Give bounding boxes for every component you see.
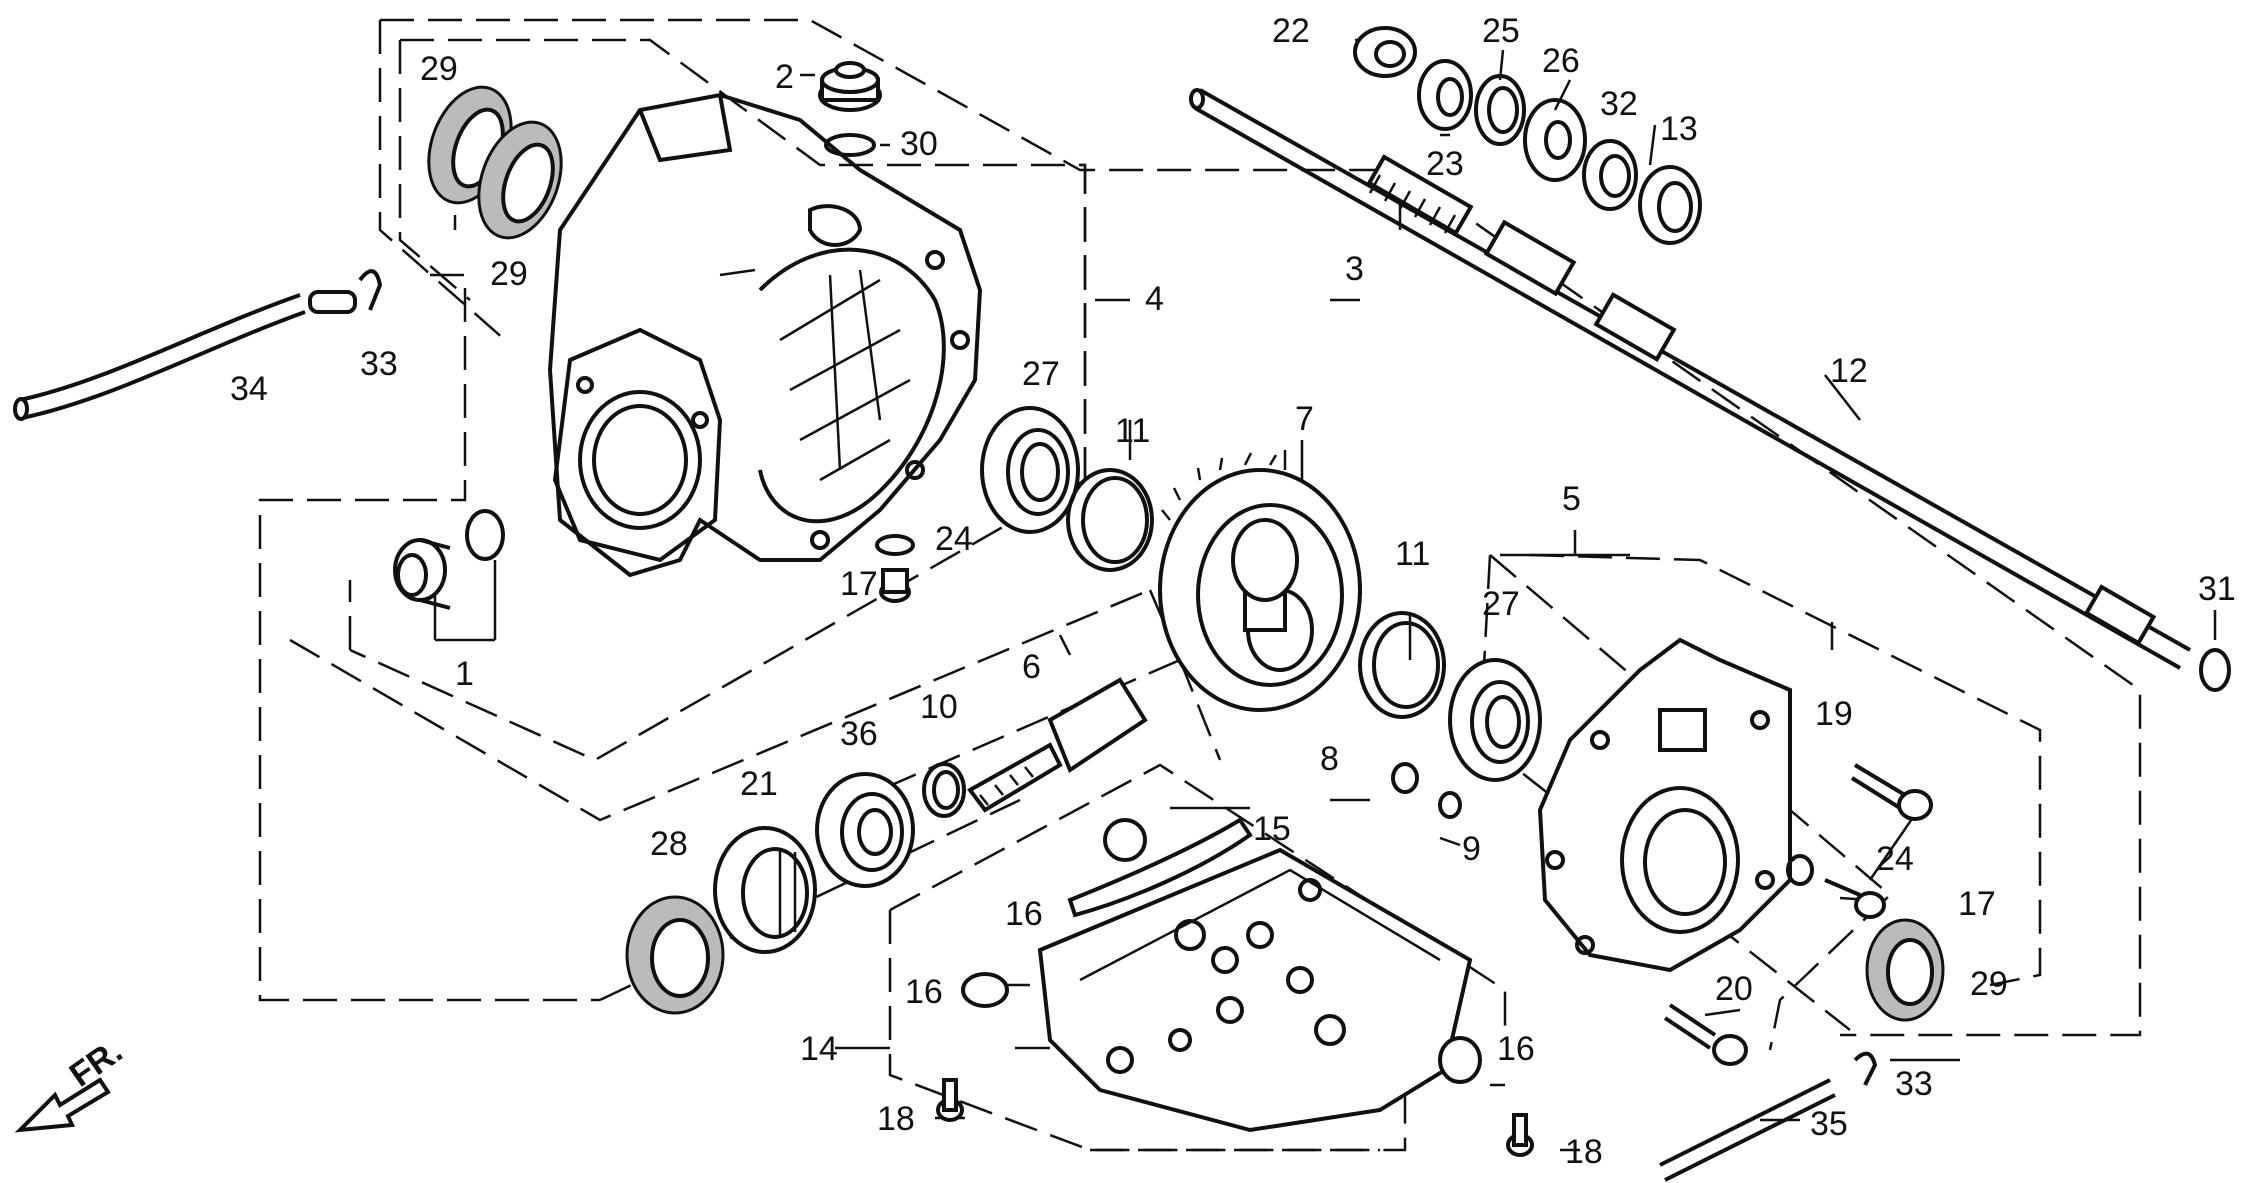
gear-case-housing [547,92,983,578]
callout-21: 21 [740,765,778,803]
callout-11: 11 [1395,535,1430,573]
axle-shaft-12 [1189,88,2231,692]
direction-label: FR. [63,1032,130,1095]
callout-5: 5 [1562,480,1581,518]
front-direction-arrow: FR. [14,1032,130,1133]
bearing-36 [815,772,915,888]
callout-3: 3 [1345,250,1364,288]
callout-labels: 29 29 33 34 2 30 4 3 27 11 7 24 17 1 6 1… [230,12,2236,1171]
callout-12: 12 [1830,352,1868,390]
axle-hardware [1353,26,1702,245]
callout-27: 27 [1482,585,1520,623]
drain-plug-2 [818,61,882,157]
pinion-gear-6 [922,677,1148,818]
callout-7: 7 [1295,400,1314,438]
ball-bearing-27-left [980,406,1080,534]
ball-bearing-27-right [1448,658,1542,782]
callout-36: 36 [840,715,878,753]
callout-15: 15 [1253,810,1291,848]
bearing-21 [713,826,817,954]
callout-30: 30 [900,125,938,163]
ring-gear-7 [1158,452,1362,712]
bearing-holder-5 [1537,637,1792,973]
callout-22: 22 [1272,12,1310,50]
needle-bearing-1 [393,509,505,610]
callout-10: 10 [920,688,958,726]
callout-4: 4 [1145,280,1164,318]
callout-16: 16 [1005,895,1043,933]
callout-19: 19 [1815,695,1853,733]
callout-9: 9 [1462,830,1481,868]
oil-seal-29-right [1865,918,1945,1022]
callout-16: 16 [1497,1030,1535,1068]
breather-tube-35 [1659,1051,1878,1182]
callout-26: 26 [1542,42,1580,80]
callout-25: 25 [1482,12,1520,50]
callout-24: 24 [935,520,973,558]
callout-14: 14 [800,1030,838,1068]
shim-11-right [1358,611,1446,719]
callout-6: 6 [1022,648,1041,686]
callout-2: 2 [775,58,794,96]
washer-and-bolt-left [875,534,915,603]
skid-plate-14 [936,817,1534,1157]
shim-11-left [1066,468,1154,572]
callout-8: 8 [1320,740,1339,778]
callout-17: 17 [840,565,878,603]
callout-23: 23 [1426,145,1464,183]
callout-16: 16 [905,973,943,1011]
callout-28: 28 [650,825,688,863]
callout-29: 29 [490,255,528,293]
bolts-right [1663,763,1933,1066]
callout-1: 1 [455,655,474,693]
callout-29: 29 [420,50,458,88]
callout-34: 34 [230,370,268,408]
callout-33: 33 [1895,1065,1933,1103]
callout-27: 27 [1022,355,1060,393]
callout-18: 18 [1565,1133,1603,1171]
callout-32: 32 [1600,85,1638,123]
oil-seal-28 [625,895,725,1015]
callout-11: 11 [1115,412,1150,450]
callout-20: 20 [1715,970,1753,1008]
breather-tube-34 [13,269,383,421]
callout-31: 31 [2198,570,2236,608]
callout-24: 24 [1876,840,1914,878]
callout-18: 18 [877,1100,915,1138]
bolt-8-washer-9 [1391,762,1462,819]
callout-33: 33 [360,345,398,383]
callout-17: 17 [1958,885,1996,923]
callout-35: 35 [1810,1105,1848,1143]
callout-13: 13 [1660,110,1698,148]
callout-29: 29 [1970,965,2008,1003]
oil-seals-29-left [427,85,563,240]
